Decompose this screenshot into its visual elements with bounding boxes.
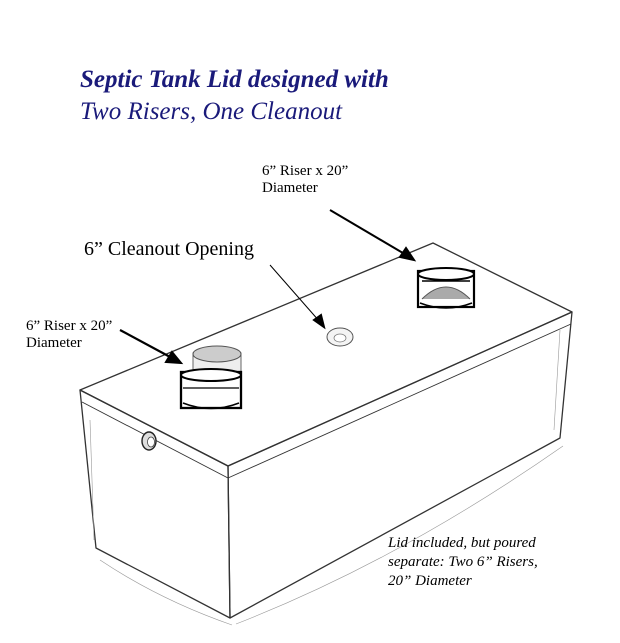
riser-back-icon: [416, 267, 476, 309]
tank-front-face: [79, 389, 231, 619]
shading: [89, 329, 564, 626]
label-riser-front-line1: 6” Riser x 20”: [26, 318, 113, 334]
label-cleanout: 6” Cleanout Opening: [84, 238, 254, 260]
title-line-2: Two Risers, One Cleanout: [80, 98, 343, 125]
arrow-cleanout: [269, 264, 321, 323]
note-line-1: Lid included, but poured: [388, 535, 536, 551]
note-line-2: separate: Two 6” Risers,: [388, 554, 538, 570]
riser-front-icon: [179, 345, 243, 410]
arrow-riser-front: [119, 329, 173, 359]
cleanout-opening-icon: [326, 327, 354, 347]
tank-side-face: [227, 311, 573, 619]
tank-body: [79, 242, 573, 619]
note-line-3: 20” Diameter: [388, 573, 472, 589]
lid-note: Lid included, but poured separate: Two 6…: [388, 534, 613, 591]
title-line-1: Septic Tank Lid designed with: [80, 66, 389, 93]
label-riser-back: 6” Riser x 20” Diameter: [262, 163, 348, 197]
label-riser-back-line2: Diameter: [262, 180, 318, 196]
callout-arrows: [119, 209, 417, 365]
label-riser-back-line1: 6” Riser x 20”: [262, 163, 349, 179]
tank-top-face: [79, 242, 573, 467]
label-riser-front-line2: Diameter: [26, 335, 82, 351]
label-riser-front: 6” Riser x 20” Diameter: [26, 318, 112, 352]
arrow-riser-back: [329, 209, 409, 257]
